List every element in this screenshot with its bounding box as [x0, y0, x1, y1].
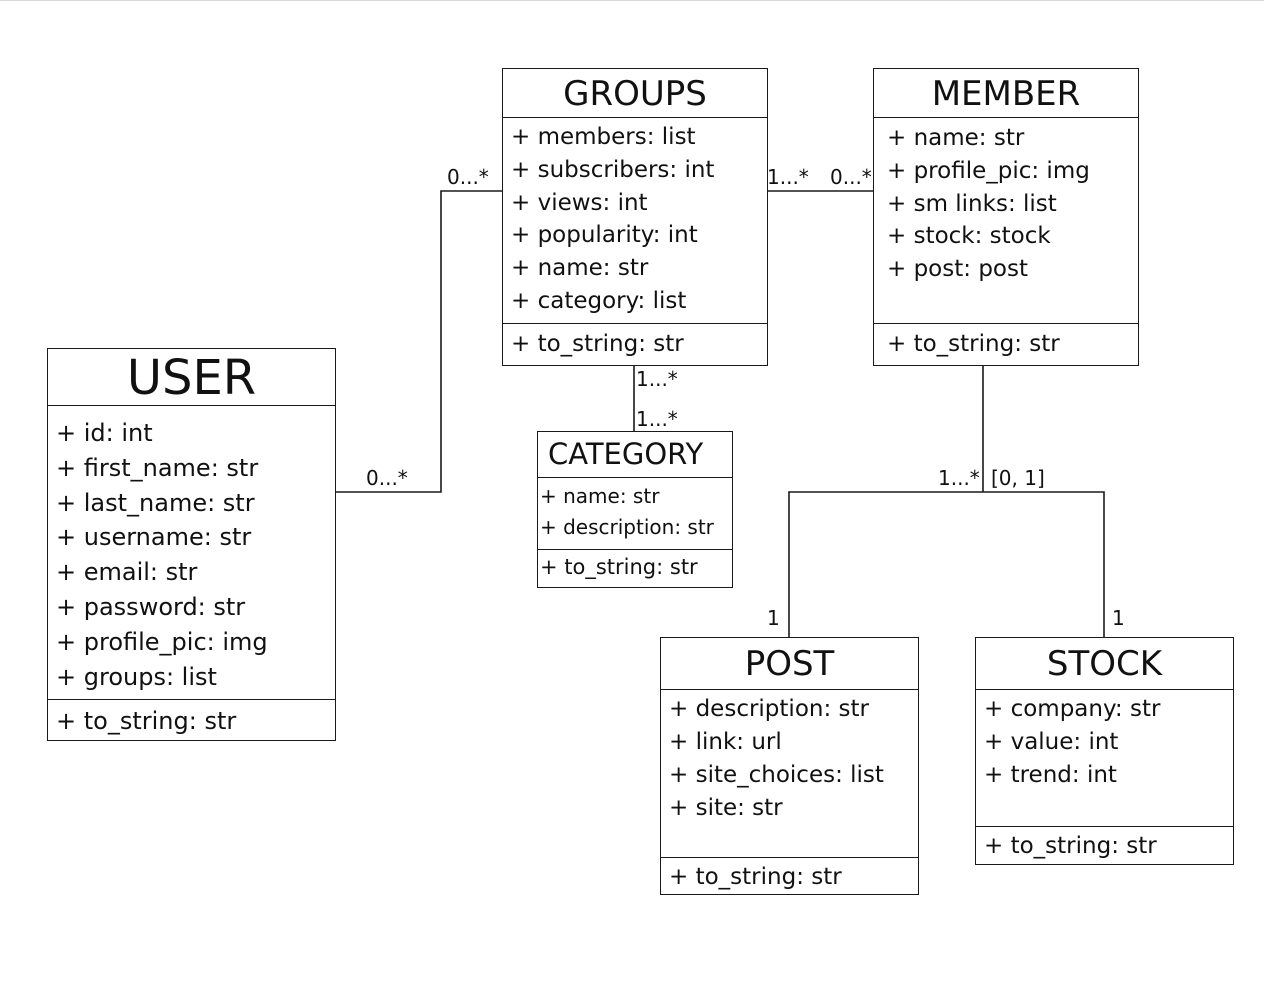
attribute: + name: str [511, 255, 649, 282]
method: + to_string: str [669, 864, 842, 890]
method: + to_string: str [511, 331, 684, 357]
post-attributes: + description: str + link: url + site_ch… [661, 690, 918, 858]
method: + to_string: str [887, 331, 1060, 357]
attribute: + username: str [56, 523, 252, 552]
category-class-name: CATEGORY [538, 432, 732, 478]
attribute: + company: str [984, 696, 1161, 722]
attribute: + description: str [669, 696, 869, 722]
attribute: + members: list [511, 124, 696, 150]
groups-attributes: + members: list + subscribers: int + vie… [503, 118, 767, 324]
member-class: MEMBER + name: str + profile_pic: img + … [873, 68, 1139, 366]
member-methods: + to_string: str [874, 324, 1138, 359]
multiplicity-category-end: 1...* [636, 407, 678, 431]
member-post-association [788, 491, 983, 637]
attribute: + views: int [511, 189, 648, 216]
top-border-line [0, 0, 1264, 1]
attribute: + site: str [669, 795, 783, 821]
post-class-name: POST [661, 638, 918, 690]
attribute: + name: str [887, 125, 1025, 151]
member-attributes: + name: str + profile_pic: img + sm link… [874, 118, 1138, 324]
method: + to_string: str [56, 707, 237, 735]
attribute: + groups: list [56, 662, 217, 691]
member-class-name: MEMBER [874, 69, 1138, 118]
multiplicity-member-groups-end: 0...* [830, 165, 872, 189]
user-attributes: + id: int + first_name: str + last_name:… [48, 406, 335, 700]
attribute: + subscribers: int [511, 156, 715, 183]
stock-class-name: STOCK [976, 638, 1233, 690]
member-stock-association [983, 491, 1105, 637]
attribute: + email: str [56, 558, 198, 587]
attribute: + sm links: list [887, 190, 1057, 217]
user-methods: + to_string: str [48, 700, 335, 738]
attribute: + trend: int [984, 762, 1117, 788]
category-class: CATEGORY + name: str + description: str … [537, 431, 733, 588]
user-groups-association [336, 190, 502, 493]
attribute: + last_name: str [56, 488, 255, 517]
category-methods: + to_string: str [538, 550, 732, 582]
post-class: POST + description: str + link: url + si… [660, 637, 919, 895]
attribute: + profile_pic: img [887, 157, 1090, 184]
category-attributes: + name: str + description: str [538, 478, 732, 550]
stock-class: STOCK + company: str + value: int + tren… [975, 637, 1234, 865]
multiplicity-groups-user-end: 0...* [447, 165, 489, 189]
attribute: + value: int [984, 729, 1119, 755]
method: + to_string: str [984, 833, 1157, 859]
multiplicity-member-stock-end: [0, 1] [991, 466, 1045, 490]
attribute: + description: str [540, 515, 714, 539]
multiplicity-groups-category-end: 1...* [636, 367, 678, 391]
method: + to_string: str [540, 555, 698, 579]
groups-class-name: GROUPS [503, 69, 767, 118]
attribute: + popularity: int [511, 222, 698, 249]
attribute: + stock: stock [887, 223, 1051, 250]
attribute: + name: str [540, 484, 660, 508]
post-methods: + to_string: str [661, 858, 918, 892]
groups-methods: + to_string: str [503, 324, 767, 359]
multiplicity-post-end: 1 [767, 606, 780, 630]
stock-attributes: + company: str + value: int + trend: int [976, 690, 1233, 827]
attribute: + password: str [56, 592, 246, 621]
attribute: + id: int [56, 419, 153, 447]
stock-methods: + to_string: str [976, 827, 1233, 861]
multiplicity-member-post-end: 1...* [938, 466, 980, 490]
attribute: + category: list [511, 287, 687, 314]
multiplicity-groups-member-end: 1...* [767, 165, 809, 189]
attribute: + link: url [669, 729, 782, 755]
attribute: + site_choices: list [669, 762, 884, 788]
attribute: + first_name: str [56, 453, 259, 482]
attribute: + post: post [887, 256, 1028, 283]
user-class-name: USER [48, 349, 335, 406]
multiplicity-user-end: 0...* [366, 466, 408, 490]
user-class: USER + id: int + first_name: str + last_… [47, 348, 336, 741]
attribute: + profile_pic: img [56, 627, 268, 656]
groups-class: GROUPS + members: list + subscribers: in… [502, 68, 768, 366]
multiplicity-stock-end: 1 [1112, 606, 1125, 630]
